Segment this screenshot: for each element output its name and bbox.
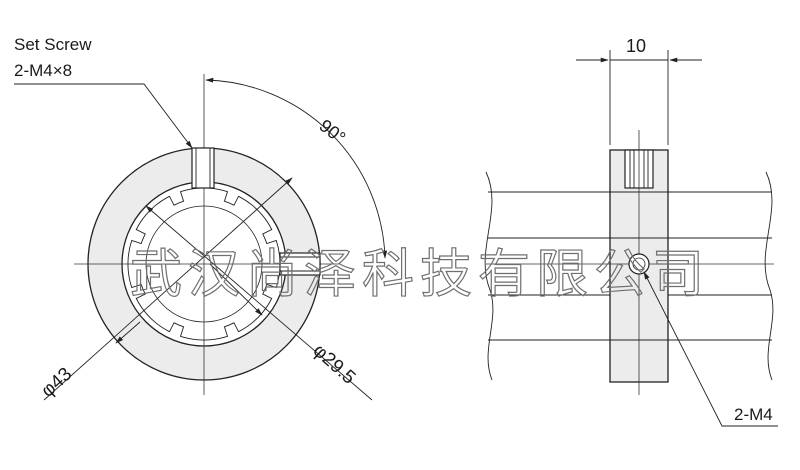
front-view: Set Screw 2-M4×8 90° φ43 φ29.5	[14, 35, 388, 402]
side-view: 10 2-M4	[484, 36, 778, 427]
set-screw-label-line2: 2-M4×8	[14, 61, 72, 80]
diameter-line-outer	[43, 177, 293, 401]
break-line-right	[764, 171, 774, 381]
diameter-line-inner	[145, 205, 373, 401]
set-screw-leader	[14, 83, 193, 149]
inner-diameter-label: φ29.5	[309, 340, 360, 389]
tapped-hole	[628, 253, 650, 275]
diameter-arrow-inner	[209, 263, 263, 316]
set-screw-top	[191, 147, 215, 189]
angle-label: 90°	[316, 115, 350, 148]
outer-diameter-label: φ43	[37, 364, 76, 402]
watermark-text: 武汉尚泽科技有限公司	[130, 245, 710, 305]
tap-label: 2-M4	[734, 405, 773, 424]
set-screw-label-line1: Set Screw	[14, 35, 92, 54]
angle-arc	[205, 77, 388, 259]
width-label: 10	[626, 36, 646, 56]
tap-leader	[643, 271, 778, 427]
break-line-left	[484, 171, 494, 381]
diameter-arrow-outer	[115, 321, 141, 344]
